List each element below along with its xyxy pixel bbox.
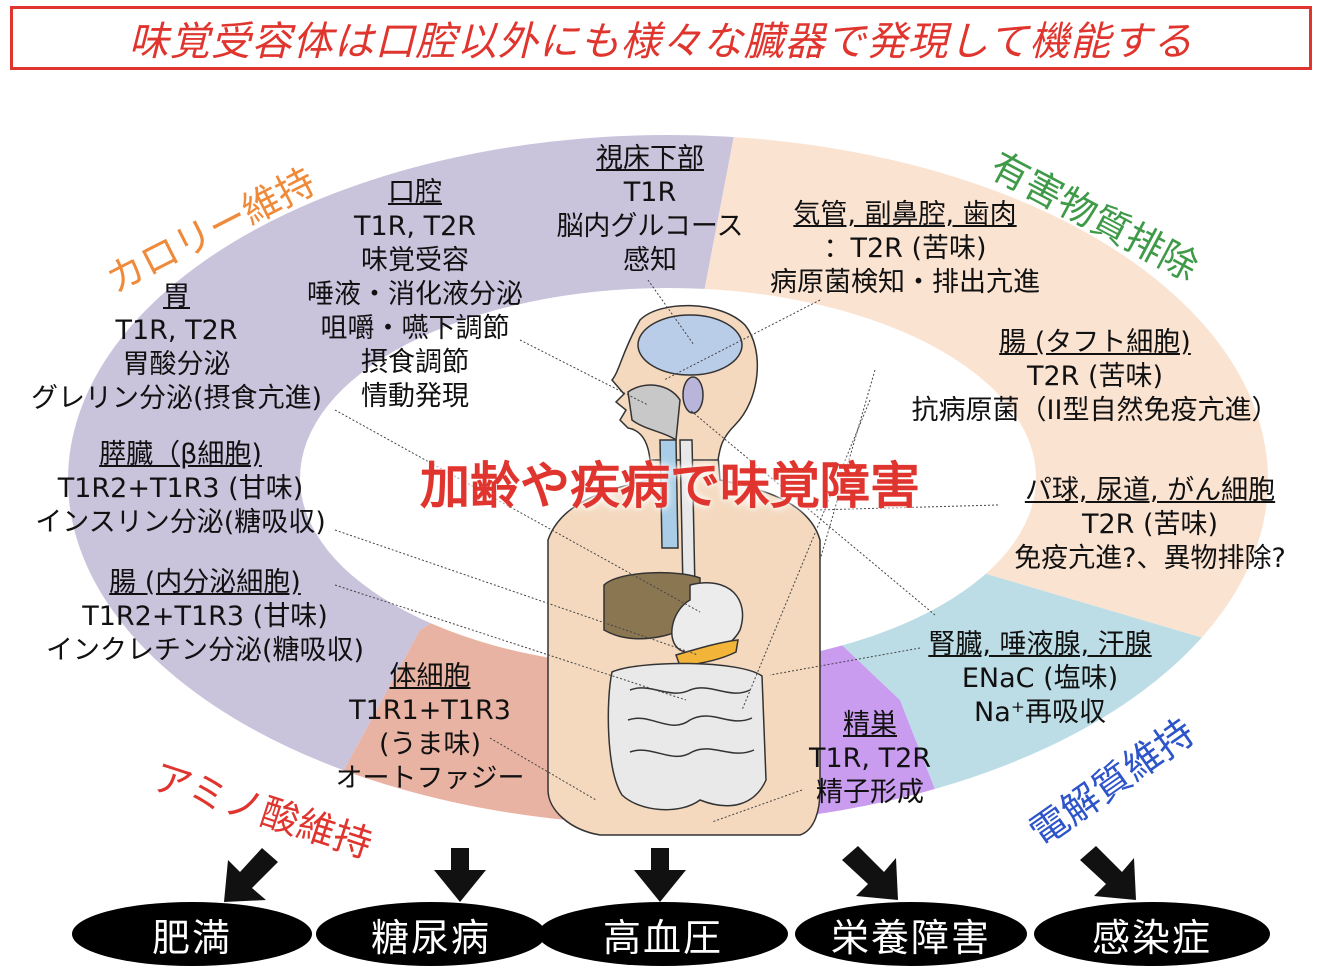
title-banner: 味覚受容体は口腔以外にも様々な臓器で発現して機能する xyxy=(10,6,1312,70)
organ-name: パ球, 尿道, がん細胞 xyxy=(1024,475,1276,506)
organ-line: 感知 xyxy=(623,245,677,276)
page-title: 味覚受容体は口腔以外にも様々な臓器で発現して機能する xyxy=(128,19,1194,65)
pointer-gut-endocrine xyxy=(334,584,687,701)
organ-line: 味覚受容 xyxy=(361,245,469,276)
trachea xyxy=(659,439,679,549)
organ-line: ：T2R (苦味) xyxy=(823,233,987,264)
label-gut-tuft: 腸 (タフト細胞) T2R (苦味) 抗病原菌（II型自然免疫亢進） xyxy=(895,326,1295,428)
label-testis: 精巣 T1R, T2R 精子形成 xyxy=(780,708,960,810)
brain xyxy=(637,314,743,376)
label-kidney: 腎臓, 唾液腺, 汗腺 ENaC (塩味) Na⁺再吸収 xyxy=(900,628,1180,730)
intestine-coils xyxy=(627,687,755,758)
pointer-kidney xyxy=(769,647,921,676)
organ-line: 情動発現 xyxy=(361,381,469,412)
organ-line: T1R, T2R xyxy=(353,211,477,242)
organ-line: T1R1+T1R3 xyxy=(349,695,511,726)
organ-name: 腎臓, 唾液腺, 汗腺 xyxy=(928,629,1152,660)
arrow-diabetes xyxy=(434,848,486,902)
label-somatic: 体細胞 T1R1+T1R3 (うま味) オートファジー xyxy=(320,660,540,796)
organ-line: T1R, T2R xyxy=(115,315,238,346)
disease-malnutrition: 栄養障害 xyxy=(795,902,1027,966)
organ-name: 腸 (タフト細胞) xyxy=(999,327,1191,358)
organ-name: 膵臓（β細胞) xyxy=(99,439,262,470)
arrow-hypertension xyxy=(634,848,686,902)
organ-line: 唾液・消化液分泌 xyxy=(307,279,523,310)
organ-line: T1R, T2R xyxy=(808,743,932,774)
organ-line: 脳内グルコース xyxy=(556,211,744,242)
label-gut-endocrine: 腸 (内分泌細胞) T1R2+T1R3 (甘味) インクレチン分泌(糖吸収) xyxy=(30,566,380,668)
disease-hypertension: 高血圧 xyxy=(538,902,788,966)
organ-name: 視床下部 xyxy=(596,143,704,174)
label-stomach: 胃 T1R, T2R 胃酸分泌 グレリン分泌(摂食亢進) xyxy=(14,280,339,416)
label-lymph: パ球, 尿道, がん細胞 T2R (苦味) 免疫亢進?、異物排除? xyxy=(985,474,1315,576)
organ-line: Na⁺再吸収 xyxy=(974,697,1106,728)
organ-line: T2R (苦味) xyxy=(1026,361,1164,392)
organ-line: T2R (苦味) xyxy=(1081,509,1219,540)
organ-name: 腸 (内分泌細胞) xyxy=(109,567,301,598)
label-oral: 口腔 T1R, T2R 味覚受容 唾液・消化液分泌 咀嚼・嚥下調節 摂食調節 情… xyxy=(290,176,540,414)
organ-line: T1R2+T1R3 (甘味) xyxy=(82,601,328,632)
label-hypothalamus: 視床下部 T1R 脳内グルコース 感知 xyxy=(540,142,760,278)
arrow-malnutrition xyxy=(842,846,898,900)
organ-line: 精子形成 xyxy=(816,777,924,808)
label-airway: 気管, 副鼻腔, 歯肉 ：T2R (苦味) 病原菌検知・排出亢進 xyxy=(755,198,1055,300)
human-body-illustration xyxy=(547,304,821,836)
organ-line: 病原菌検知・排出亢進 xyxy=(770,267,1040,298)
pointer-kidney-salivary xyxy=(689,409,936,616)
organ-name: 口腔 xyxy=(388,177,442,208)
pointer-stomach xyxy=(334,409,701,613)
label-pancreas: 膵臓（β細胞) T1R2+T1R3 (甘味) インスリン分泌(糖吸収) xyxy=(18,438,343,540)
oral-cavity xyxy=(627,384,681,442)
organ-line: ENaC (塩味) xyxy=(961,663,1119,694)
organ-line: T1R2+T1R3 (甘味) xyxy=(57,473,304,504)
pointer-lymph-body xyxy=(819,369,876,561)
arrow-obesity xyxy=(224,848,278,902)
organ-line: 抗病原菌（II型自然免疫亢進） xyxy=(911,395,1279,426)
organ-line: 摂食調節 xyxy=(361,347,469,378)
organ-line: 胃酸分泌 xyxy=(122,349,231,380)
organ-name: 体細胞 xyxy=(389,661,471,692)
center-headline: 加齢や疾病で味覚障害 xyxy=(420,457,920,515)
pointer-somatic xyxy=(489,737,597,801)
organ-line: グレリン分泌(摂食亢進) xyxy=(30,383,323,414)
organ-line: 免疫亢進?、異物排除? xyxy=(1014,543,1286,574)
pointer-lymph xyxy=(814,504,999,511)
pointer-lines xyxy=(334,279,999,823)
organ-line: インクレチン分泌(糖吸収) xyxy=(45,635,365,666)
organ-name: 精巣 xyxy=(843,709,897,740)
organ-line: 咀嚼・嚥下調節 xyxy=(320,313,510,344)
organ-name: 気管, 副鼻腔, 歯肉 xyxy=(793,199,1017,230)
pointer-hypothalamus xyxy=(647,279,695,346)
pointer-airway xyxy=(663,299,821,381)
disease-infection: 感染症 xyxy=(1034,902,1270,966)
disease-arrows xyxy=(224,846,1136,902)
organ-line: オートファジー xyxy=(335,763,525,794)
organ-name: 胃 xyxy=(163,281,190,312)
disease-obesity: 肥満 xyxy=(72,902,312,966)
organ-line: インスリン分泌(糖吸収) xyxy=(35,507,326,538)
organ-line: T1R xyxy=(623,177,677,208)
disease-diabetes: 糖尿病 xyxy=(316,902,546,966)
arrow-infection xyxy=(1080,846,1136,900)
intestines xyxy=(607,662,767,811)
pituitary xyxy=(682,376,704,414)
organ-line: (うま味) xyxy=(378,729,482,760)
